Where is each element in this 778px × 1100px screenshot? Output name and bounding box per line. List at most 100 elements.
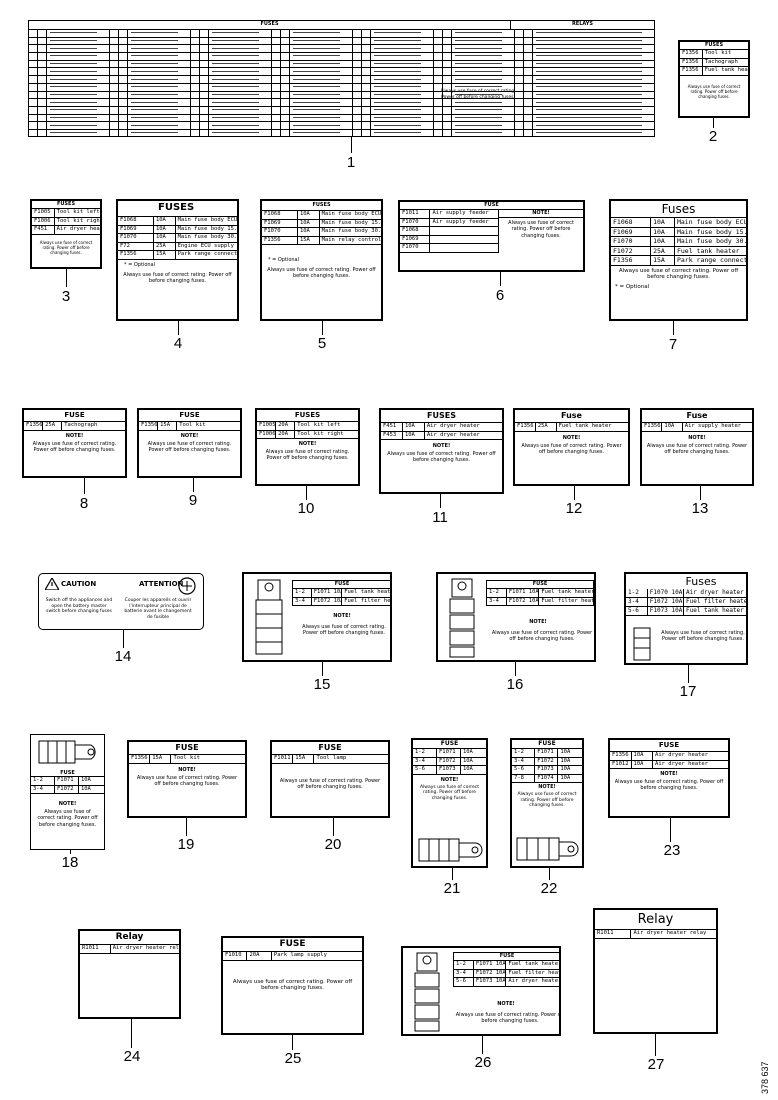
- chart-cell: [272, 30, 281, 37]
- chart-text-line: [293, 86, 340, 88]
- chart-rule-row: [515, 68, 654, 77]
- fuse-id: F1074: [534, 774, 557, 782]
- chart-text-line: [455, 32, 502, 34]
- label-10-title: FUSES: [294, 411, 321, 419]
- chart-rule-row: [191, 122, 271, 130]
- callout-number: 21: [443, 880, 461, 897]
- chart-text-line: [212, 109, 259, 111]
- fuse-id: F1072: [613, 246, 633, 255]
- chart-cell: [200, 37, 209, 45]
- chart-rule-row: [110, 60, 190, 69]
- chart-cell: [353, 45, 362, 53]
- fuse-amp: 10A: [650, 227, 674, 236]
- chart-rule-row: [353, 60, 433, 69]
- chart-cell: [362, 91, 371, 99]
- chart-cell: [200, 106, 209, 114]
- fuse-desc: Air supply feeder: [429, 210, 498, 218]
- fuse-desc: Air dryer heater: [53, 226, 100, 234]
- label-26-note: Always use fuse of correct rating. Power…: [455, 1012, 561, 1025]
- chart-rule-row: [434, 91, 514, 100]
- leader-line: [66, 269, 67, 287]
- chart-cell: [191, 106, 200, 114]
- chart-text-line: [212, 116, 259, 119]
- fuse-id: F1071 10A: [505, 589, 538, 597]
- label-21-note-title: NOTE!: [440, 776, 459, 783]
- fuse-desc: Fuel tank heater: [701, 67, 748, 75]
- chart-rule-row: [272, 122, 352, 130]
- chart-text-line: [455, 101, 502, 104]
- fuse-position: 1-2: [295, 589, 305, 595]
- fuse-id: F1071: [534, 749, 557, 757]
- chart-text-line: [50, 47, 97, 50]
- chart-cell: [434, 45, 443, 53]
- chart-cell: [524, 129, 533, 136]
- label-16-note: Always use fuse of correct rating. Power…: [491, 630, 593, 643]
- chart-text-line: [131, 40, 178, 42]
- label-8-note: Always use fuse of correct rating. Power…: [32, 440, 117, 453]
- chart-cell: [362, 30, 371, 37]
- chart-cell: [29, 53, 38, 60]
- chart-cell: [272, 99, 281, 106]
- chart-rule-row: [29, 122, 109, 130]
- chart-cell: [272, 91, 281, 99]
- chart-cell: [434, 106, 443, 114]
- chart-rule-row: [353, 129, 433, 136]
- chart-cell: [119, 60, 128, 68]
- chart-rule-row: [191, 30, 271, 38]
- fuse-id: F1011: [274, 755, 291, 761]
- chart-cell: [443, 30, 452, 37]
- fuse-id: F1068: [120, 217, 137, 223]
- fuse-desc: Main fuse body 15.1: [174, 225, 237, 233]
- chart-rule-row: [434, 68, 514, 77]
- chart-cell: [110, 76, 119, 83]
- chart-cell: [110, 122, 119, 129]
- fuse-desc: Tool kit right: [294, 430, 358, 438]
- fuse-desc: Tool kit: [170, 755, 245, 763]
- chart-text-line: [374, 70, 421, 73]
- fuse-amp: 10A: [630, 752, 653, 760]
- chart-cell: [524, 60, 533, 68]
- fuse-position: 3-4: [295, 597, 305, 604]
- chart-cell: [434, 37, 443, 45]
- fuse-amp: 25A: [152, 242, 175, 250]
- chart-cell: [362, 37, 371, 45]
- fuse-desc: Main fuse body ECU: [318, 211, 381, 219]
- chart-rule-row: [515, 91, 654, 100]
- chart-cell: [119, 30, 128, 37]
- fuse-amp: 10A: [296, 228, 319, 236]
- fuse-desc: Fuel tank heater: [682, 607, 746, 615]
- fuse-desc: Main fuse body 30.1: [673, 237, 746, 246]
- fuse-amp: 25A: [42, 422, 61, 430]
- fuse-position: 1-2: [514, 749, 524, 755]
- chart-rule-row: [110, 83, 190, 92]
- main-chart-relays-heading: RELAYS: [571, 21, 594, 27]
- chart-cell: [272, 114, 281, 122]
- fuse-desc: [429, 235, 498, 243]
- chart-text-line: [536, 132, 642, 134]
- fuse-id: F1070: [402, 218, 419, 225]
- chart-rule-row: [110, 99, 190, 107]
- callout-number: 6: [495, 287, 505, 304]
- chart-cell: [119, 68, 128, 76]
- chart-cell: [29, 60, 38, 68]
- fuse-desc: Tool kit left: [294, 422, 358, 430]
- chart-cell: [281, 68, 290, 76]
- fuse-amp: 10A: [152, 234, 175, 242]
- fuse-id: F1069: [120, 225, 137, 232]
- chart-cell: [272, 76, 281, 83]
- fuse-desc: Air dryer heater: [652, 760, 728, 768]
- chart-cell: [191, 68, 200, 76]
